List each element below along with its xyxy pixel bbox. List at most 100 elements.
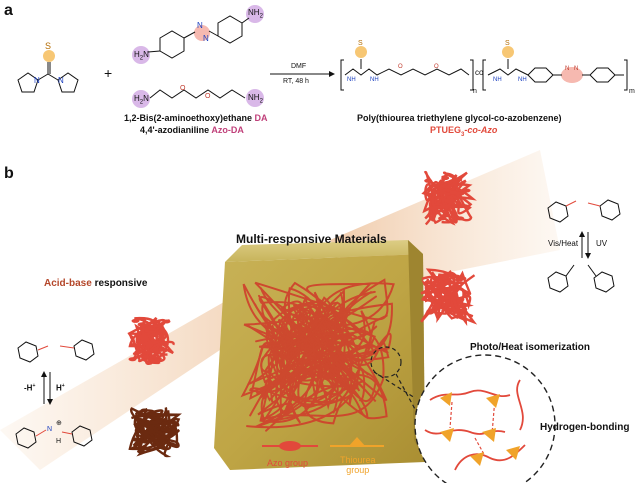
subscript-n: n [473, 88, 477, 95]
coil-strand [130, 407, 182, 449]
azo-blob [441, 213, 450, 218]
panel-b-label: b [4, 165, 14, 182]
azo-blob [426, 309, 435, 314]
polymer-nh-4: NH [518, 77, 527, 83]
protonated-charge: ⊕ [56, 420, 62, 427]
azo-blob [449, 190, 458, 195]
azo-blob [141, 354, 150, 359]
azo-blob [452, 274, 461, 279]
polymer-oxygen-2: O [434, 64, 439, 70]
photo-heat-label: Photo/Heat isomerization [470, 342, 591, 353]
coil-cluster-left-brown [128, 407, 182, 458]
azo-blob [456, 216, 465, 221]
azo-blob [442, 295, 451, 300]
azo-blob [458, 308, 467, 313]
coil-strand [243, 296, 354, 392]
azo-blob [144, 421, 152, 426]
uv-label: UV [596, 239, 608, 248]
azo-blob [160, 427, 169, 432]
da-oxygen-1: O [180, 85, 186, 92]
azo-blob [462, 188, 471, 193]
subscript-m: m [629, 88, 635, 95]
polymer-oxygen-1: O [398, 64, 403, 70]
cdi-nitrogen-left: N [34, 76, 40, 85]
azo-blob [134, 350, 143, 355]
acid-base-label: Acid-base responsive [44, 278, 148, 289]
azo-blob [455, 277, 464, 282]
da-amine-right: NH2 [248, 93, 263, 105]
polymer-sulfur-2: S [505, 40, 510, 47]
trans-azobenzene-right [547, 199, 621, 223]
da-molecule [132, 89, 264, 108]
coil-strand [246, 281, 388, 429]
legend-azo-glyph [262, 441, 318, 451]
polymer-abbreviation: PTUEG3-co-Azo [430, 125, 498, 138]
legend-azo-label: Azo group [267, 458, 309, 468]
coil-cluster-top-right [421, 170, 477, 226]
coil-strand [424, 273, 472, 322]
coil-strand [265, 304, 388, 420]
coil-strand [128, 409, 180, 451]
coil-strand [136, 318, 168, 363]
azo-blob [150, 420, 159, 425]
azo-blob [424, 178, 433, 183]
protonated-n-atom: N [47, 426, 53, 433]
azo-blob [140, 408, 149, 413]
azo-blob [162, 319, 171, 324]
azo-blob [131, 437, 140, 442]
hydrogen-bonding-label: Hydrogen-bonding [540, 422, 630, 433]
cdi-molecule [17, 50, 79, 93]
azo-da-molecule [132, 5, 264, 64]
neutral-azobenzene-left [17, 339, 95, 363]
da-oxygen-2: O [205, 93, 211, 100]
center-title: Multi-responsive Materials [236, 232, 387, 246]
cdi-nitrogen-right: N [58, 76, 64, 85]
coil-strand [277, 292, 393, 403]
gel-block [214, 240, 425, 470]
reagent-dmf: DMF [291, 63, 307, 70]
copolymer-co: co [475, 68, 484, 77]
azo-blob [424, 280, 433, 285]
protonation-label: H+ [56, 383, 65, 393]
coil-strand [240, 303, 366, 423]
plus-sign: + [104, 65, 113, 81]
azo-blob [431, 183, 440, 188]
azo-blob [158, 329, 167, 334]
cdi-sulfur-atom: S [45, 41, 52, 51]
zoom-callout [370, 346, 556, 483]
coil-strand [247, 296, 367, 417]
da-amine-left: H2N [134, 94, 149, 106]
azo-blob [128, 357, 137, 362]
azo-blob [131, 318, 140, 323]
polymer-sulfur-1: S [358, 40, 363, 47]
polymer-nh-1: NH [347, 77, 356, 83]
deprotonation-label: -H+ [24, 383, 36, 393]
polymer-nh-3: NH [493, 77, 502, 83]
reagent-conditions: RT, 48 h [283, 78, 309, 85]
azo-blob [161, 421, 170, 426]
cis-azobenzene [547, 264, 615, 293]
azo-da-amine-right: NH2 [248, 8, 263, 20]
coil-strand [127, 319, 175, 363]
vis-heat-label: Vis/Heat [548, 239, 579, 248]
legend-thiourea-glyph [330, 437, 384, 447]
azo-blob [137, 449, 145, 454]
azo-da-amine-left: H2N [134, 50, 149, 62]
coil-strand [424, 188, 473, 226]
coil-cluster-left-red [127, 316, 175, 365]
polymer-name: Poly(thiourea triethylene glycol-co-azob… [357, 113, 562, 123]
protonated-azobenzene [15, 425, 93, 449]
monomer-name-da: 1,2-Bis(2-aminoethoxy)ethane DA [124, 113, 268, 123]
coil-cluster-mid-right [420, 268, 478, 326]
azo-nitrogen-bottom: N [203, 34, 209, 43]
panel-a-label: a [4, 2, 13, 19]
polymer-azo-n-1: N [565, 66, 570, 72]
azo-blob [441, 176, 450, 181]
monomer-name-azo-da: 4,4'-azodianiline Azo-DA [140, 125, 244, 135]
polymer-structure [340, 46, 628, 91]
polymer-nh-2: NH [370, 77, 379, 83]
polymer-azo-n-2: N [574, 66, 579, 72]
